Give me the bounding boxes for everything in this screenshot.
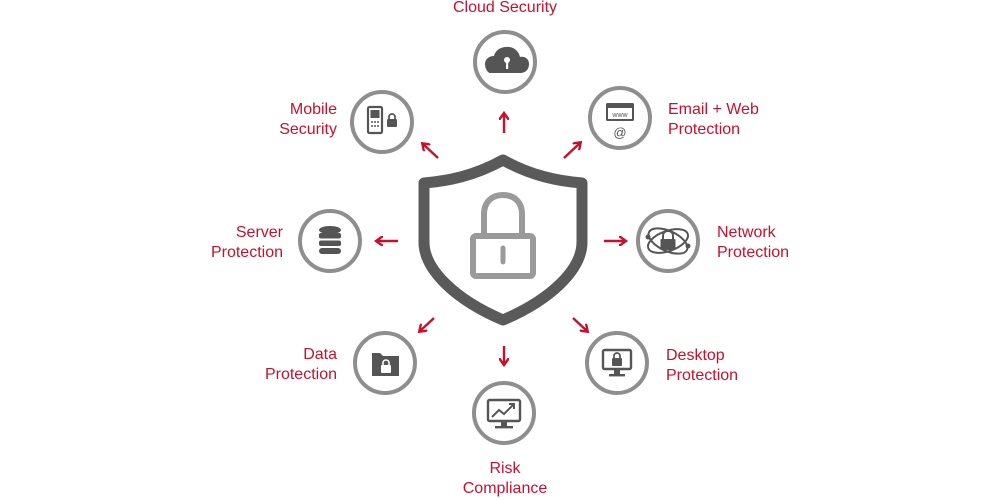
arrows (377, 114, 625, 364)
arrow-to-desktop-protection (572, 317, 587, 331)
label-email-web-protection: Email + Web Protection (668, 101, 759, 138)
arrow-to-data-protection (420, 317, 435, 331)
label-data-protection: Data Protection (264, 346, 337, 383)
label-server-protection: Server Protection (210, 224, 283, 261)
database-icon (319, 226, 341, 254)
label-mobile-security: Mobile Security (279, 101, 337, 138)
node-mobile-security (350, 90, 414, 154)
node-network-protection (636, 209, 700, 273)
monitor-lock-icon (601, 348, 633, 377)
node-server-protection (298, 209, 362, 273)
monitor-chart-icon (486, 398, 522, 429)
label-cloud-security: Cloud Security (452, 0, 558, 16)
arrow-to-mobile-security (423, 144, 439, 159)
browser-at-icon: www @ (606, 103, 634, 140)
label-desktop-protection: Desktop Protection (666, 347, 739, 384)
folder-lock-icon (372, 353, 399, 376)
node-email-web-protection: www @ (588, 86, 652, 150)
label-network-protection: Network Protection (717, 224, 790, 261)
globe-lock-icon (645, 227, 691, 255)
arrow-to-email-web-protection (563, 143, 580, 159)
svg-text:www: www (611, 112, 628, 119)
node-desktop-protection (585, 331, 649, 395)
label-risk-compliance: Risk Compliance (462, 460, 548, 497)
shield-lock-icon (418, 154, 588, 326)
svg-text:@: @ (613, 125, 626, 140)
node-cloud-security (473, 30, 537, 94)
node-risk-compliance (472, 381, 536, 445)
node-data-protection (353, 331, 417, 395)
phone-lock-icon (366, 105, 397, 135)
cloud-lock-icon (485, 46, 529, 73)
